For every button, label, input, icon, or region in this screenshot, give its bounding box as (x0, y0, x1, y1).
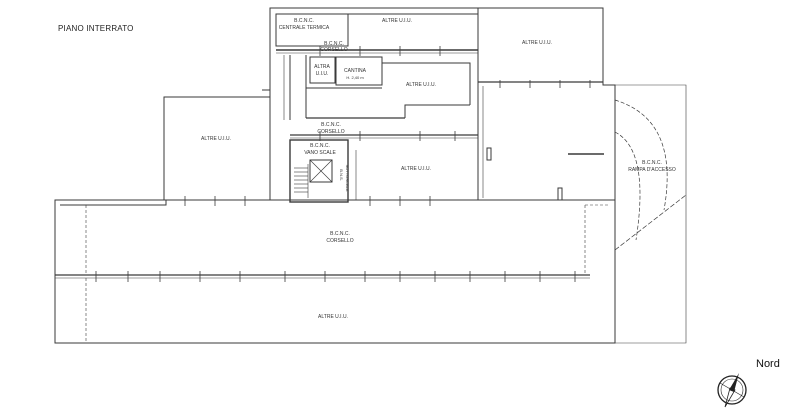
label-altre-top: ALTRE U.I.U. (382, 18, 412, 24)
central-block-outline (269, 7, 479, 200)
label-altre-bottom: ALTRE U.I.U. (318, 314, 348, 320)
right-block-outline (478, 7, 616, 260)
altra-uiu-room (309, 56, 336, 84)
label-bcnc-rampa: B.C.N.C. (642, 160, 662, 166)
label-vano-scale: VANO SCALE (304, 150, 336, 156)
stair-treads (294, 164, 309, 198)
left-block-outline (163, 96, 271, 200)
ramp-curve-outer (614, 99, 668, 211)
label-bcnc-centrale: B.C.N.C. (294, 18, 314, 24)
pillar-a (486, 147, 492, 161)
label-corsello-top: CORSELLO (320, 47, 347, 53)
label-bcnc-corsello-big: B.C.N.C. (330, 231, 350, 237)
cantina-room (335, 56, 383, 86)
label-corsello-big: CORSELLO (326, 238, 353, 244)
label-rampa-accesso: RAMPA D'ACCESSO (628, 167, 676, 173)
plan-title: PIANO INTERRATO (58, 24, 134, 33)
label-bcnc-corsello-top: B.C.N.C. (324, 41, 344, 47)
label-altre-left: ALTRE U.I.U. (201, 136, 231, 142)
label-corsello-mid: CORSELLO (317, 129, 344, 135)
label-bns: B.N.S. (339, 169, 344, 181)
ramp-curve-inner (614, 131, 641, 241)
left-block-notch (262, 89, 271, 97)
label-centrale-termica: CENTRALE TERMICA (279, 25, 330, 31)
label-cantina: CANTINA (344, 68, 367, 74)
pillar-b (557, 187, 563, 201)
label-altra-uiu: U.I.U. (316, 71, 329, 77)
ramp-outline (615, 84, 687, 344)
elevator-shaft (309, 159, 333, 183)
lower-block-outline (54, 199, 616, 344)
mid-room-wall (382, 62, 471, 105)
north-label: Nord (756, 358, 780, 370)
corsello-mid-return (404, 104, 470, 118)
label-sottoscala: SOTTOSCALA (345, 165, 350, 192)
label-altra: ALTRA (314, 64, 330, 70)
label-bcnc-corsello-mid: B.C.N.C. (321, 122, 341, 128)
elevator-cross-b (309, 159, 333, 183)
label-altre-mid: ALTRE U.I.U. (406, 82, 436, 88)
centrale-termica-room (275, 13, 349, 47)
label-bcnc-scale: B.C.N.C. (310, 143, 330, 149)
label-altre-top-right: ALTRE U.I.U. (522, 40, 552, 46)
lower-inner-wall (60, 200, 167, 206)
label-altre-center: ALTRE U.I.U. (401, 166, 431, 172)
label-cantina-height: H. 2,40 m (346, 75, 364, 80)
bay-ticks (95, 46, 591, 282)
ramp-dash-line (614, 194, 687, 251)
north-arrow-icon (717, 373, 747, 408)
